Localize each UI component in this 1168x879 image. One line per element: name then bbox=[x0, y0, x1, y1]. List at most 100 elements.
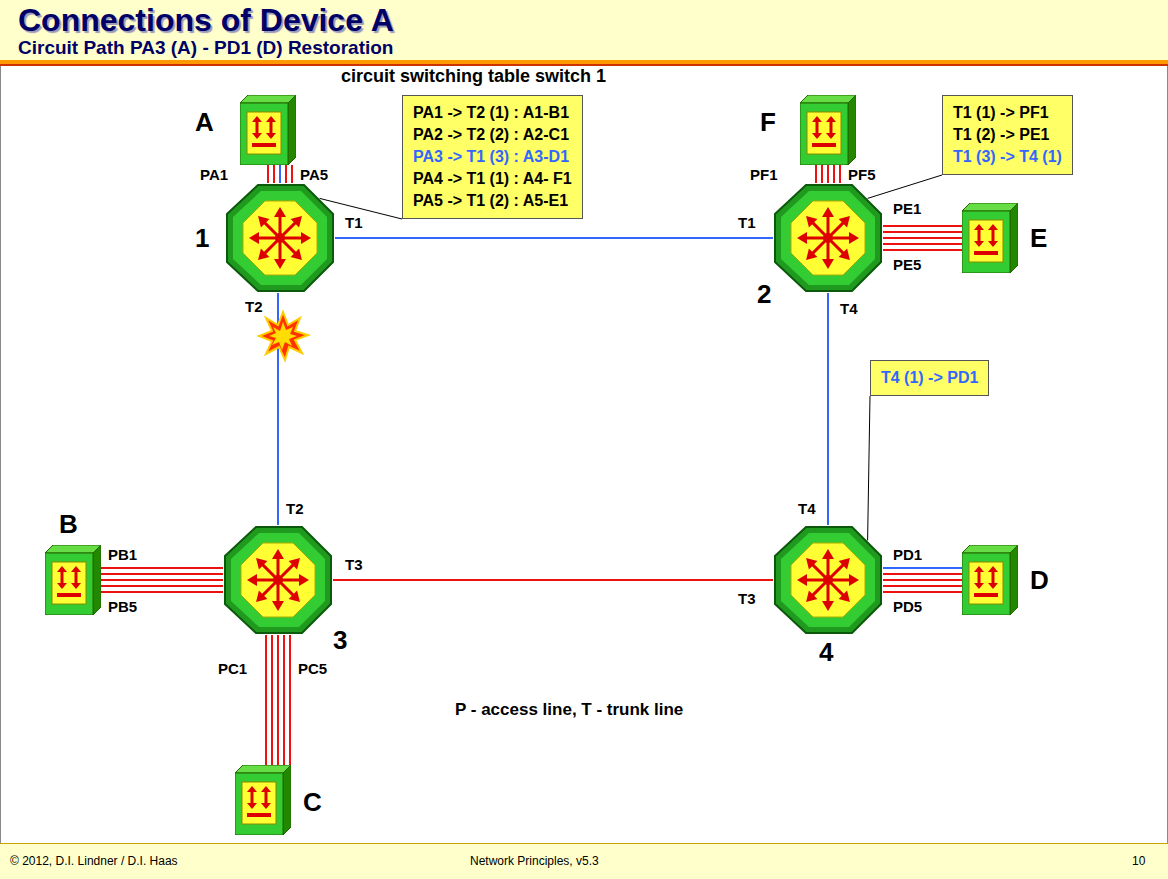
wire bbox=[883, 249, 962, 251]
wire bbox=[883, 579, 962, 581]
switch-icon bbox=[773, 525, 883, 635]
trunk-line bbox=[335, 238, 773, 239]
line-label: T2 bbox=[245, 298, 263, 315]
slide-title: Connections of Device A bbox=[18, 2, 394, 39]
line-label: PE5 bbox=[893, 256, 921, 273]
line-label: PC5 bbox=[298, 660, 327, 677]
switch-number: 4 bbox=[819, 637, 833, 668]
wire bbox=[827, 293, 829, 525]
wire bbox=[101, 567, 223, 569]
access-line-bundle bbox=[883, 568, 962, 592]
device-letter: C bbox=[303, 787, 322, 818]
device-letter: F bbox=[760, 107, 776, 138]
device-icon bbox=[800, 95, 856, 165]
wire bbox=[883, 231, 962, 233]
line-label: T4 bbox=[840, 300, 858, 317]
switch-number: 3 bbox=[333, 625, 347, 656]
footer-text: Network Principles, v5.3 bbox=[470, 854, 599, 868]
leader-line bbox=[868, 175, 942, 198]
device-letter: B bbox=[59, 509, 78, 540]
footer-text: © 2012, D.I. Lindner / D.I. Haas bbox=[10, 854, 178, 868]
access-line-bundle bbox=[816, 165, 840, 183]
trunk-line bbox=[333, 580, 773, 581]
wire bbox=[101, 591, 223, 593]
wire bbox=[101, 585, 223, 587]
line-label: T3 bbox=[345, 556, 363, 573]
wire bbox=[883, 225, 962, 227]
switch-node: 4 bbox=[773, 525, 883, 635]
device-icon bbox=[45, 545, 101, 615]
wire bbox=[271, 635, 273, 765]
line-label: PC1 bbox=[218, 660, 247, 677]
line-label: PF1 bbox=[750, 166, 778, 183]
wire bbox=[883, 591, 962, 593]
wire bbox=[265, 635, 267, 765]
switch-node: 2 bbox=[773, 183, 883, 293]
wire bbox=[883, 243, 962, 245]
device-node: F bbox=[800, 95, 856, 165]
wire bbox=[815, 165, 817, 183]
switch-node: 3 bbox=[223, 525, 333, 635]
wire bbox=[273, 165, 275, 183]
device-node: E bbox=[962, 203, 1018, 273]
wire bbox=[289, 635, 291, 765]
table-row: T4 (1) -> PD1 bbox=[881, 367, 978, 389]
device-letter: D bbox=[1030, 565, 1049, 596]
line-label: T3 bbox=[738, 590, 756, 607]
wire bbox=[883, 237, 962, 239]
line-label: PF5 bbox=[848, 166, 876, 183]
device-letter: E bbox=[1030, 223, 1047, 254]
switch-icon bbox=[773, 183, 883, 293]
wire bbox=[283, 635, 285, 765]
wire bbox=[277, 635, 279, 765]
device-node: D bbox=[962, 545, 1018, 615]
device-icon bbox=[962, 203, 1018, 273]
table-row: PA4 -> T1 (1) : A4- F1 bbox=[413, 168, 572, 190]
wire bbox=[291, 165, 293, 183]
device-icon bbox=[235, 765, 291, 835]
switching-table: circuit switching table switch 1PA1 -> T… bbox=[402, 95, 583, 219]
trunk-line bbox=[828, 293, 829, 525]
subtitle: Circuit Path PA3 (A) - PD1 (D) Restorati… bbox=[18, 37, 393, 59]
line-label: PD1 bbox=[893, 546, 922, 563]
device-icon bbox=[240, 95, 296, 165]
line-label: T4 bbox=[798, 500, 816, 517]
wire bbox=[833, 165, 835, 183]
access-line-bundle bbox=[101, 568, 223, 592]
line-label: T1 bbox=[345, 214, 363, 231]
wire bbox=[868, 396, 870, 540]
device-icon bbox=[962, 545, 1018, 615]
line-label: PB5 bbox=[108, 598, 137, 615]
wire bbox=[883, 585, 962, 587]
line-label: T1 bbox=[738, 214, 756, 231]
switch-number: 1 bbox=[195, 223, 209, 254]
line-label: T2 bbox=[286, 500, 304, 517]
wire bbox=[827, 165, 829, 183]
leader-line bbox=[868, 396, 870, 540]
table-row: T1 (2) -> PE1 bbox=[953, 124, 1062, 146]
line-label: PA5 bbox=[300, 166, 328, 183]
table-row: PA3 -> T1 (3) : A3-D1 bbox=[413, 146, 572, 168]
wire bbox=[285, 165, 287, 183]
table-row: PA2 -> T2 (2) : A2-C1 bbox=[413, 124, 572, 146]
device-letter: A bbox=[195, 107, 214, 138]
wire bbox=[267, 165, 269, 183]
wire bbox=[101, 579, 223, 581]
access-line-bundle bbox=[266, 635, 290, 765]
wire bbox=[333, 579, 773, 581]
table-row: PA5 -> T1 (2) : A5-E1 bbox=[413, 190, 572, 212]
switching-table: T1 (1) -> PF1T1 (2) -> PE1T1 (3) -> T4 (… bbox=[942, 95, 1073, 175]
switch-node: 1 bbox=[225, 183, 335, 293]
table-row: T1 (1) -> PF1 bbox=[953, 102, 1062, 124]
line-label: PB1 bbox=[108, 546, 137, 563]
wire bbox=[868, 175, 942, 198]
wire bbox=[839, 165, 841, 183]
device-node: B bbox=[45, 545, 101, 615]
table-row: T1 (3) -> T4 (1) bbox=[953, 146, 1062, 168]
wire bbox=[883, 567, 962, 569]
device-node: A bbox=[240, 95, 296, 165]
wire bbox=[821, 165, 823, 183]
access-line-bundle bbox=[268, 165, 292, 183]
failure-burst bbox=[259, 312, 308, 360]
